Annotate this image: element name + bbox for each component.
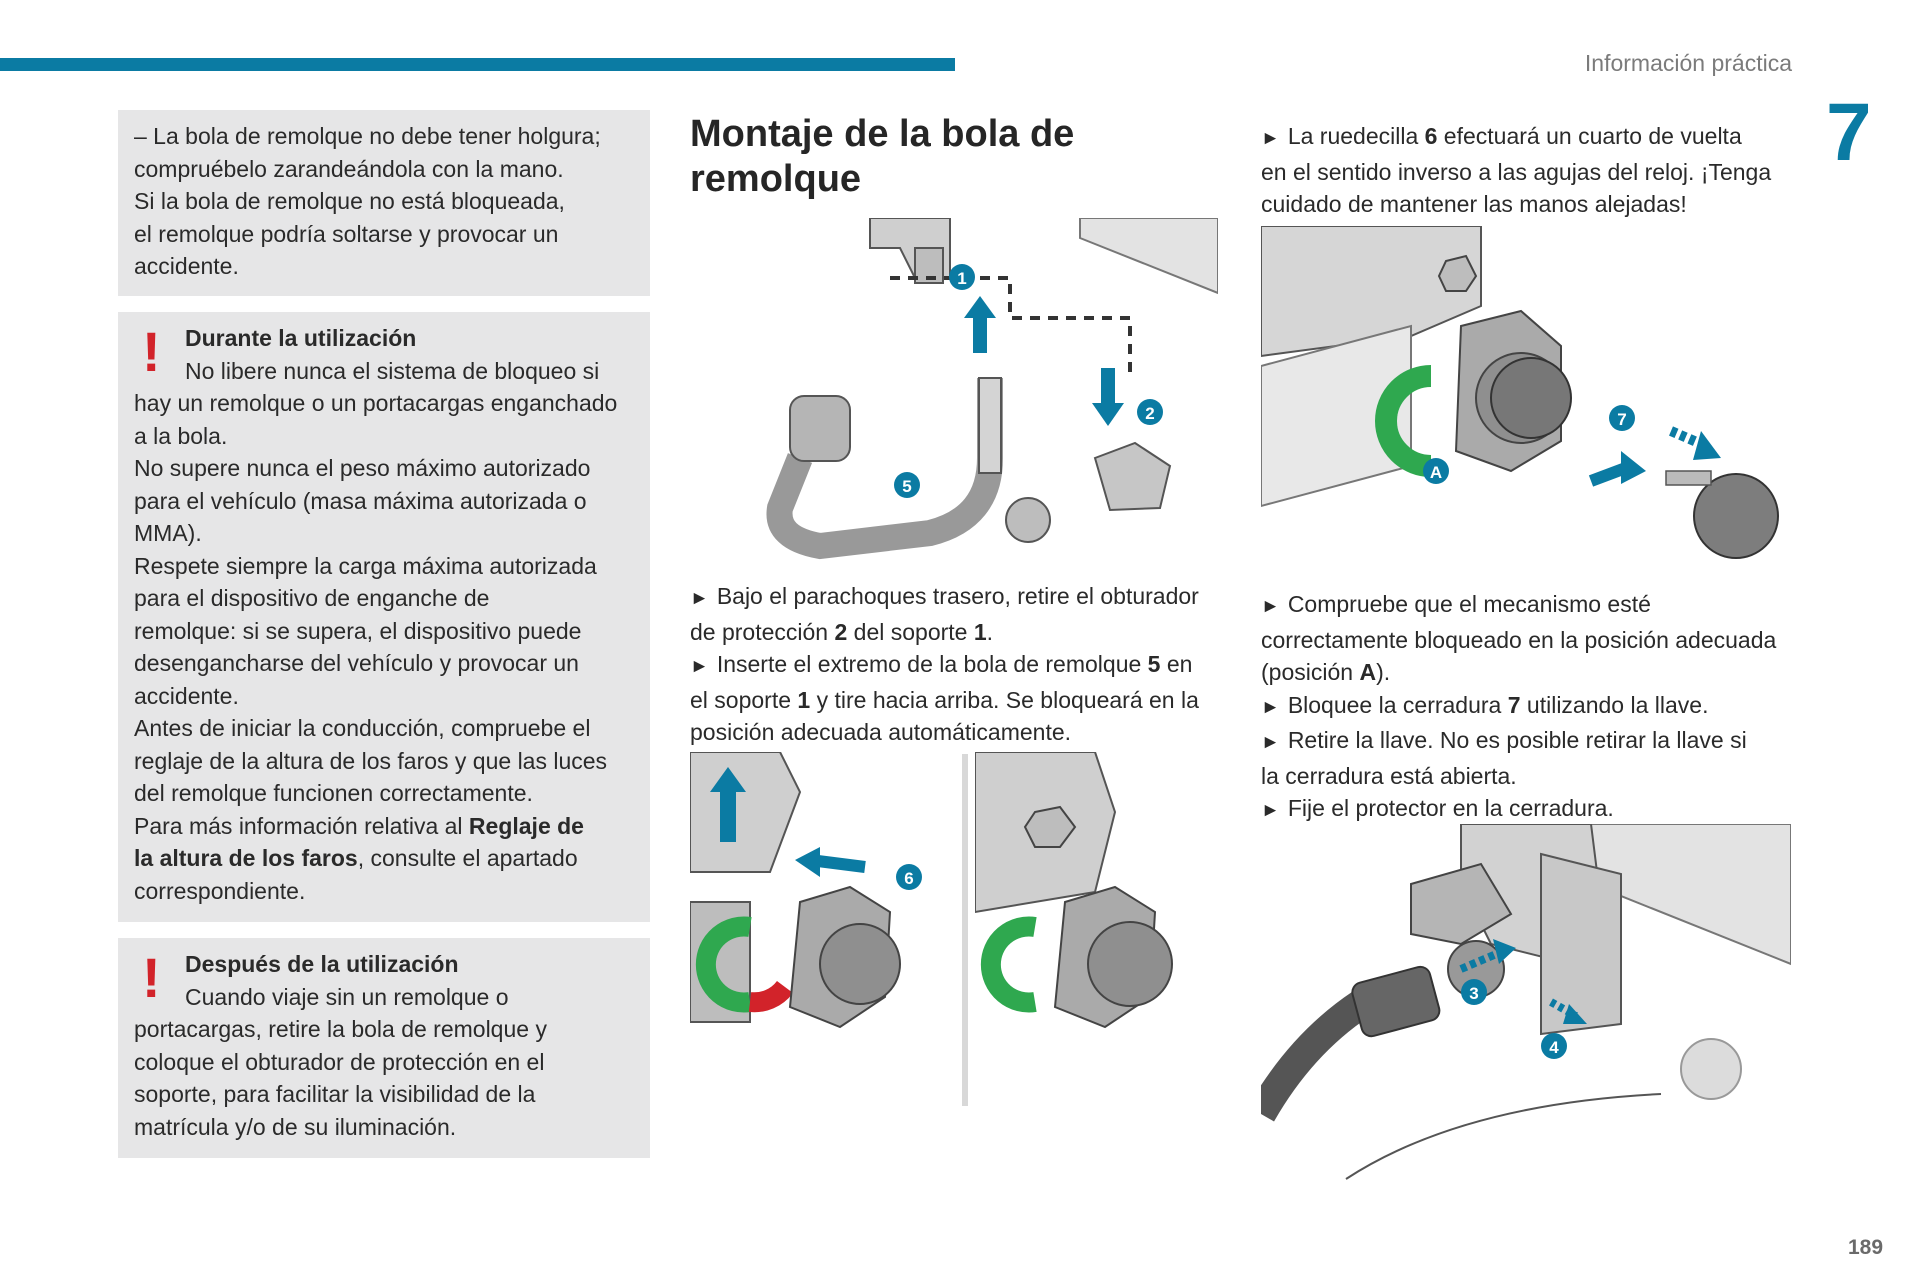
figure-divider: [962, 754, 968, 1106]
figure-locked-position: [975, 752, 1220, 1042]
warning-line: accidente.: [134, 682, 239, 709]
warning-line: Cuando viaje sin un remolque o: [185, 983, 509, 1010]
warning-line: portacargas, retire la bola de remolque …: [134, 1016, 547, 1042]
figure-electrical-connection: 3 4: [1261, 824, 1791, 1180]
warning-title: Durante la utilización: [185, 325, 417, 351]
warning-line: soporte, para facilitar la visibilidad d…: [134, 1081, 536, 1107]
callout-3: 3: [1469, 984, 1478, 1003]
callout-1: 1: [957, 269, 966, 288]
warning-line: desengancharse del vehículo y provocar u…: [134, 650, 579, 676]
figure-lock-cover: 7 A: [1261, 226, 1791, 571]
warning-reference: correspondiente.: [134, 877, 306, 904]
callout-4: 4: [1549, 1038, 1559, 1057]
note-line: Si la bola de remolque no está bloqueada…: [134, 188, 565, 214]
warning-line: para el vehículo (masa máxima autorizada…: [134, 487, 587, 514]
warning-line: hay un remolque o un portacargas enganch…: [134, 390, 618, 416]
callout-5: 5: [902, 477, 911, 496]
warning-line: Antes de iniciar la conducción, comprueb…: [134, 715, 591, 741]
warning-line: No libere nunca el sistema de bloqueo si: [185, 357, 600, 384]
figure-ball-mounting: 1 2 5: [690, 218, 1218, 563]
warning-line: reglaje de la altura de los faros y que …: [134, 747, 608, 774]
step-1-cont: de protección 2 del soporte 1.: [690, 618, 994, 645]
warning-line: Respete siempre la carga máxima autoriza…: [134, 552, 597, 579]
callout-6: 6: [904, 869, 913, 888]
callout-A: A: [1430, 463, 1442, 482]
callout-2: 2: [1145, 404, 1154, 423]
warning-box-after-use: ! Después de la utilización Cuando viaje…: [118, 938, 650, 1158]
step-2-cont: el soporte 1 y tire hacia arriba. Se blo…: [690, 686, 1199, 713]
note-line: – La bola de remolque no debe tener holg…: [134, 123, 601, 149]
chapter-number: 7: [1826, 87, 1872, 178]
warning-line: del remolque funcionen correctamente.: [134, 780, 533, 806]
callout-7: 7: [1617, 410, 1626, 429]
warning-line: MMA).: [134, 520, 202, 546]
warning-title: Después de la utilización: [185, 951, 459, 977]
header-accent-bar: [0, 58, 955, 71]
warning-icon: !: [142, 946, 161, 1009]
warning-line: coloque el obturador de protección en el: [134, 1048, 545, 1075]
note-line: compruébelo zarandeándola con la mano.: [134, 155, 564, 182]
warning-line: remolque: si se supera, el dispositivo p…: [134, 617, 582, 644]
note-box: – La bola de remolque no debe tener holg…: [118, 110, 650, 296]
warning-line: matrícula y/o de su iluminación.: [134, 1113, 457, 1140]
step-1: ►Bajo el parachoques trasero, retire el …: [690, 583, 1199, 609]
lock-steps: ►Compruebe que el mecanismo esté correct…: [1261, 591, 1777, 821]
figure-knob-rotation: 6: [690, 752, 952, 1042]
step-2: ►Inserte el extremo de la bola de remolq…: [690, 651, 1193, 677]
warning-reference: la altura de los faros, consulte el apar…: [134, 845, 578, 871]
step-2-cont: posición adecuada automáticamente.: [690, 719, 1072, 745]
mounting-steps: ►Bajo el parachoques trasero, retire el …: [690, 580, 1230, 749]
warning-line: a la bola.: [134, 422, 228, 449]
note-line: el remolque podría soltarse y provocar u…: [134, 220, 559, 247]
warning-line: para el dispositivo de enganche de: [134, 585, 490, 611]
warning-box-during-use: ! Durante la utilización No libere nunca…: [118, 312, 650, 922]
warning-icon: !: [142, 320, 161, 383]
note-line: accidente.: [134, 253, 239, 279]
knob-instruction: ►La ruedecilla 6 efectuará un cuarto de …: [1261, 123, 1772, 217]
section-header: Información práctica: [1584, 50, 1792, 76]
warning-reference: Para más información relativa al Reglaje…: [134, 812, 584, 839]
warning-line: No supere nunca el peso máximo autorizad…: [134, 455, 591, 481]
section-title: Montaje de la bola de remolque: [690, 113, 1075, 200]
page-number: 189: [1848, 1236, 1884, 1259]
